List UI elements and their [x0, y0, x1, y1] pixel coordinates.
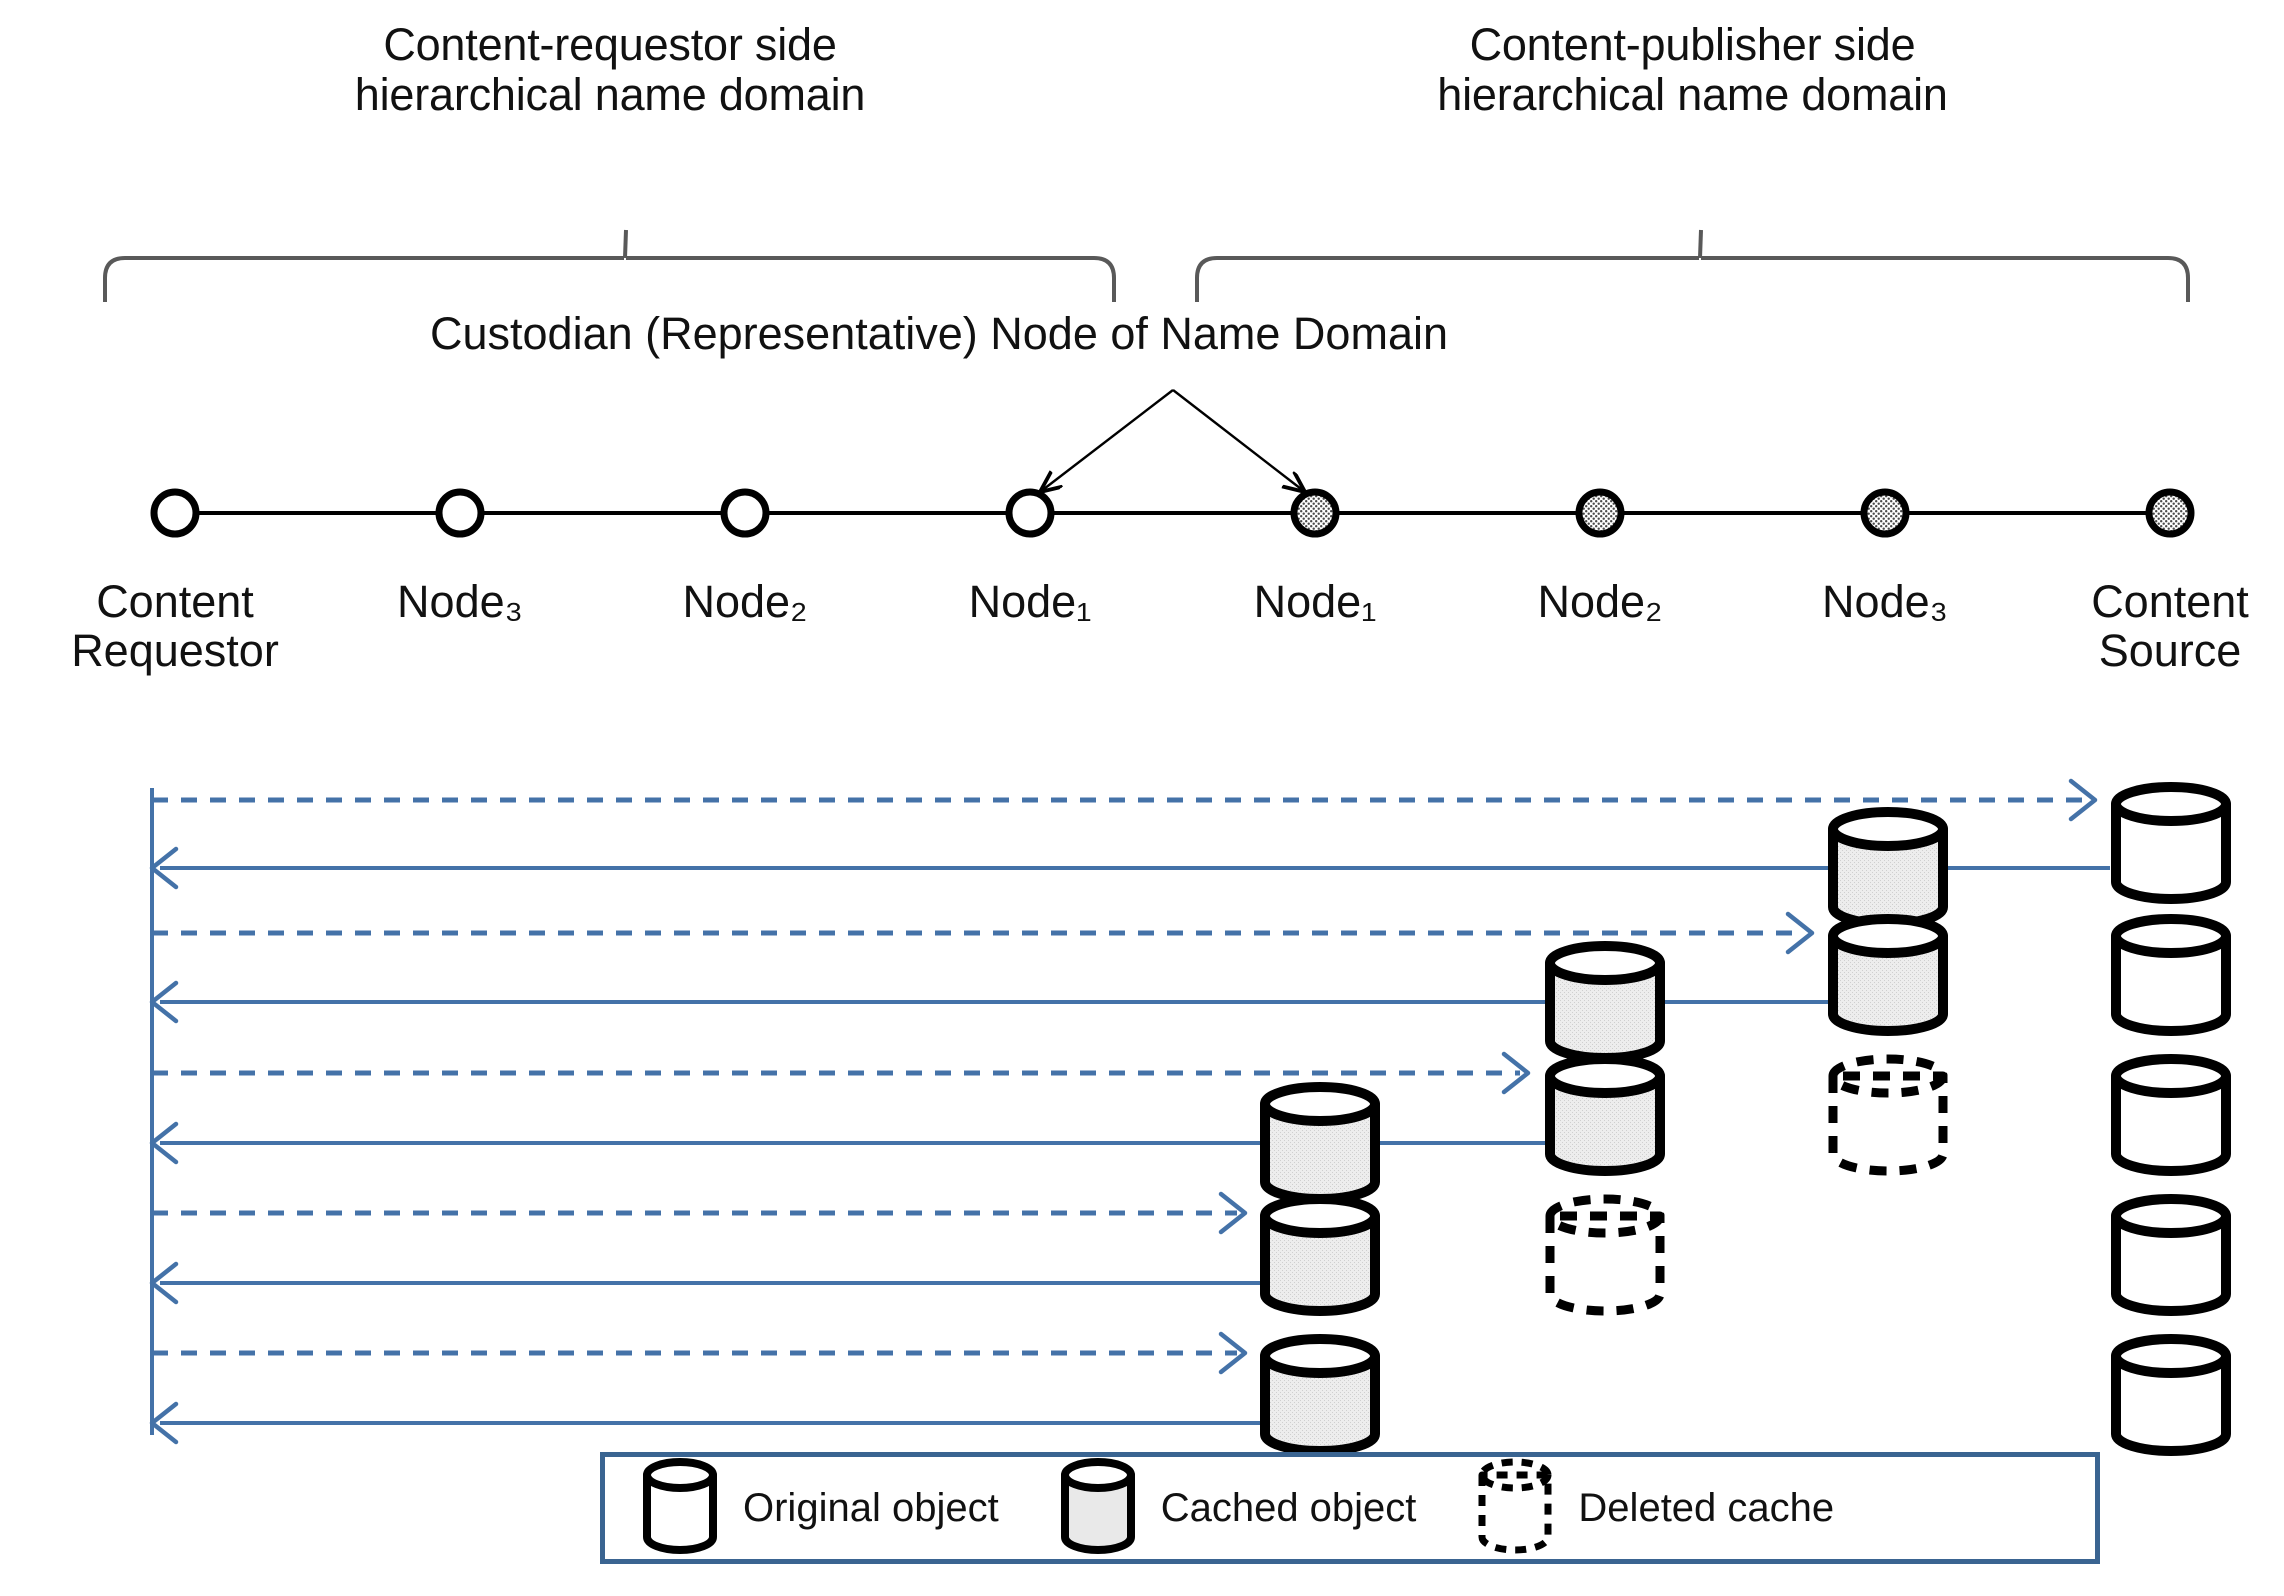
legend-original-label: Original object	[743, 1485, 999, 1530]
legend-cached-label: Cached object	[1160, 1485, 1417, 1530]
response-arrowhead-1	[149, 846, 179, 890]
legend-item-cached: Cached object	[1057, 1458, 1417, 1554]
object-cached-r5-12	[1260, 1334, 1380, 1456]
custodian-caption: Custodian (Representative) Node of Name …	[430, 308, 1448, 359]
object-cached-r4-9	[1260, 1194, 1380, 1316]
node-circle-5[interactable]	[1290, 488, 1340, 538]
requestor-brace-tick	[623, 229, 628, 259]
request-arrowhead-5	[1218, 1331, 1248, 1375]
object-deleted-r3-7	[1828, 1054, 1948, 1176]
object-cached-r2-2	[1545, 941, 1665, 1063]
request-arrowhead-4	[1218, 1191, 1248, 1235]
object-original-r5-13	[2111, 1334, 2231, 1456]
legend-item-deleted: Deleted cache	[1474, 1458, 1835, 1554]
heading-publisher-domain: Content-publisher side hierarchical name…	[1437, 19, 1948, 121]
object-cached-r1-0	[1828, 807, 1948, 929]
object-cached-r3-5	[1260, 1082, 1380, 1204]
legend-box: Original object Cached object Deleted cach…	[600, 1452, 2100, 1564]
response-arrowhead-2	[149, 980, 179, 1024]
custodian-pointer-arrow-2	[1172, 389, 1305, 492]
requestor-brace	[103, 256, 1116, 302]
node-circle-4[interactable]	[1005, 488, 1055, 538]
legend-deleted-label: Deleted cache	[1578, 1485, 1835, 1530]
legend-original-icon	[639, 1458, 725, 1554]
response-arrowhead-3	[149, 1121, 179, 1165]
node-circle-1[interactable]	[150, 488, 200, 538]
node-label-7: Node₃	[1822, 576, 1948, 627]
publisher-brace	[1195, 256, 2190, 302]
node-label-8: Content Source	[2091, 576, 2249, 676]
object-original-r4-11	[2111, 1194, 2231, 1316]
object-cached-r2-3	[1828, 914, 1948, 1036]
legend-deleted-icon	[1474, 1458, 1560, 1554]
response-arrowhead-4	[149, 1261, 179, 1305]
node-label-2: Node₃	[397, 576, 523, 627]
node-label-3: Node₂	[682, 576, 808, 627]
node-circle-7[interactable]	[1860, 488, 1910, 538]
node-label-5: Node₁	[1253, 576, 1377, 627]
response-arrowhead-5	[149, 1401, 179, 1445]
request-arrowhead-1	[2068, 778, 2098, 822]
object-original-r2-4	[2111, 914, 2231, 1036]
request-arrowhead-2	[1785, 911, 1815, 955]
node-circle-8[interactable]	[2145, 488, 2195, 538]
node-circle-3[interactable]	[720, 488, 770, 538]
object-deleted-r4-10	[1545, 1194, 1665, 1316]
custodian-pointer-arrow-1	[1040, 389, 1174, 492]
object-original-r1-1	[2111, 782, 2231, 904]
legend-cached-icon	[1057, 1458, 1143, 1554]
node-circle-6[interactable]	[1575, 488, 1625, 538]
object-cached-r3-6	[1545, 1054, 1665, 1176]
heading-requestor-domain: Content-requestor side hierarchical name…	[354, 19, 866, 121]
request-arrowhead-3	[1501, 1051, 1531, 1095]
node-label-4: Node₁	[968, 576, 1092, 627]
object-original-r3-8	[2111, 1054, 2231, 1176]
node-circle-2[interactable]	[435, 488, 485, 538]
publisher-brace-tick	[1698, 229, 1703, 259]
node-label-6: Node₂	[1537, 576, 1663, 627]
node-label-1: Content Requestor	[71, 576, 279, 676]
legend-item-original: Original object	[639, 1458, 999, 1554]
